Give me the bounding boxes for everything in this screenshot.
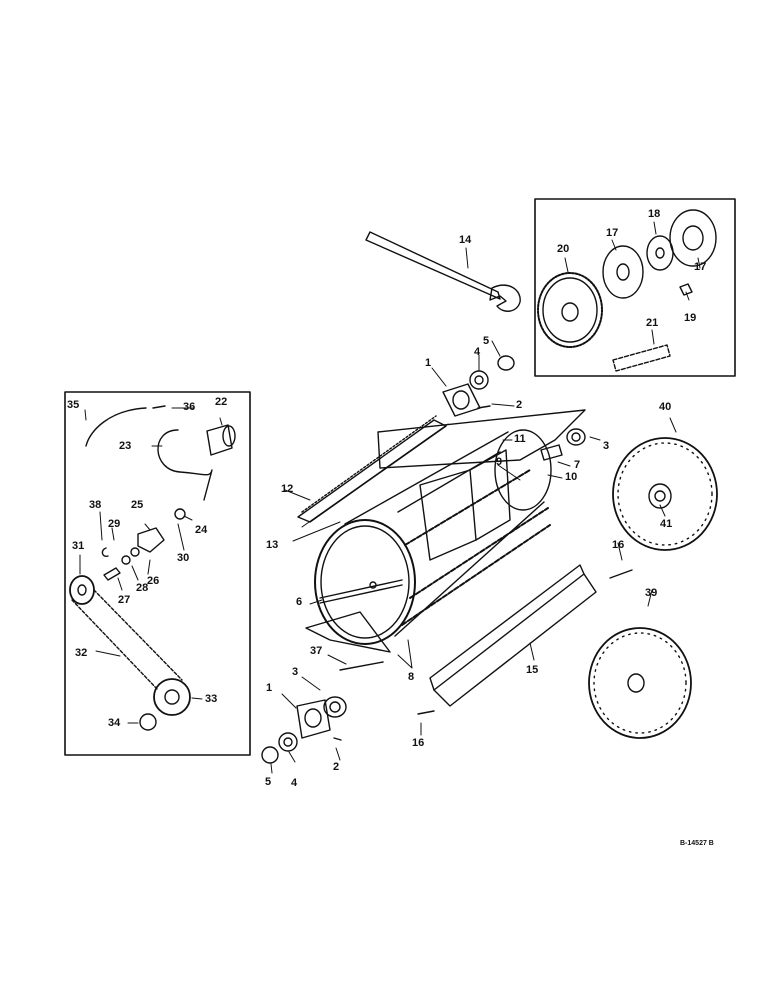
callout-8: 8 [408, 671, 415, 683]
rod-part-37 [339, 661, 384, 671]
wrench-part [365, 231, 521, 312]
belt-part-32 [71, 589, 183, 691]
callout-14: 14 [459, 234, 472, 246]
shaft-part-6 [319, 579, 403, 599]
callout-1-top: 1 [425, 357, 432, 369]
bearing-flange-bottom [296, 699, 331, 739]
washer-part-29 [121, 555, 131, 565]
callout-38: 38 [89, 499, 102, 511]
sleeve-part-34 [139, 713, 157, 731]
callout-31: 31 [72, 540, 85, 552]
callout-33: 33 [205, 693, 218, 705]
callout-5-bottom: 5 [265, 776, 272, 788]
seal-part-4-top [469, 370, 489, 390]
callout-40: 40 [659, 401, 672, 413]
callout-3-top: 3 [603, 440, 610, 452]
cap-part-24 [174, 508, 186, 520]
channel-part-15 [433, 573, 597, 707]
callout-4-top: 4 [474, 346, 481, 358]
callout-28: 28 [136, 582, 149, 594]
callout-32: 32 [75, 647, 88, 659]
callout-29: 29 [108, 518, 121, 530]
sprocket-part [537, 272, 603, 348]
callout-6: 6 [296, 596, 303, 608]
callout-5-top: 5 [483, 335, 490, 347]
cable-part-23 [157, 429, 213, 501]
wire-part-35 [85, 407, 147, 447]
callout-25: 25 [131, 499, 144, 511]
callout-10: 10 [565, 471, 578, 483]
chain-part [612, 344, 671, 372]
callout-23: 23 [119, 440, 132, 452]
rasp-bar-part-12 [297, 419, 447, 523]
seal-part-4-bottom [278, 732, 298, 752]
callout-19: 19 [684, 312, 697, 324]
callout-12: 12 [281, 483, 294, 495]
gauge-part-22 [206, 424, 233, 456]
callout-24: 24 [195, 524, 208, 536]
bracket-part-25 [137, 527, 165, 553]
collar-part-5-top [497, 355, 515, 371]
callout-13: 13 [266, 539, 279, 551]
callout-22: 22 [215, 396, 228, 408]
callout-7: 7 [574, 459, 581, 471]
threshing-cylinder [314, 429, 552, 645]
callout-16-low: 16 [412, 737, 425, 749]
callout-2-bottom: 2 [333, 761, 340, 773]
callout-15: 15 [526, 664, 539, 676]
bearing-part-3-top [566, 428, 586, 446]
bolt-part-16-right [609, 569, 633, 579]
bolt-part-19 [679, 283, 693, 296]
callout-30: 30 [177, 552, 190, 564]
fitting-part-2-top [477, 405, 491, 409]
bearing-flange-top [442, 383, 481, 417]
plate-part-8 [305, 611, 391, 653]
callout-18: 18 [648, 208, 661, 220]
disc-part-39 [588, 627, 692, 739]
callout-21: 21 [646, 317, 659, 329]
callout-35: 35 [67, 399, 80, 411]
inset-box-sprocket [534, 198, 736, 377]
callout-41: 41 [660, 518, 673, 530]
callout-11: 11 [514, 433, 526, 445]
connector-part-36 [152, 405, 166, 409]
callout-16-right: 16 [612, 539, 625, 551]
pulley-part-31 [69, 575, 95, 605]
callout-37: 37 [310, 645, 323, 657]
callout-26: 26 [147, 575, 160, 587]
plate-part-17a [602, 245, 644, 299]
hub-part-18 [646, 235, 674, 271]
figure-code: B-14527 B [680, 840, 714, 847]
callout-9: 9 [496, 456, 503, 468]
callout-3-bottom: 3 [292, 666, 299, 678]
callout-36: 36 [183, 401, 196, 413]
callout-39: 39 [645, 587, 658, 599]
sleeve-part-7 [540, 444, 563, 461]
collar-part-5-bottom [261, 746, 279, 764]
callout-27: 27 [118, 594, 131, 606]
bearing-part-3-bottom [323, 696, 347, 718]
nut-part-28 [130, 547, 140, 557]
callout-34: 34 [108, 717, 121, 729]
callout-1-bottom: 1 [266, 682, 273, 694]
callout-17a: 17 [606, 227, 619, 239]
fitting-part-2-bottom [333, 737, 342, 741]
rasp-bar-part-13 [301, 423, 449, 528]
rear-plate-part-11 [377, 409, 586, 469]
callout-4-bottom: 4 [291, 777, 298, 789]
callout-20: 20 [557, 243, 570, 255]
bolt-part-16-low [417, 710, 435, 715]
hook-part-38 [101, 547, 109, 558]
bolt-part-27 [103, 567, 121, 581]
callout-2-top: 2 [516, 399, 523, 411]
disc-part-40 [612, 437, 718, 551]
inset-box-drive [64, 391, 251, 756]
pulley-part-33 [153, 678, 191, 716]
plate-part-17b [669, 209, 717, 267]
callout-17b: 17 [694, 261, 707, 273]
